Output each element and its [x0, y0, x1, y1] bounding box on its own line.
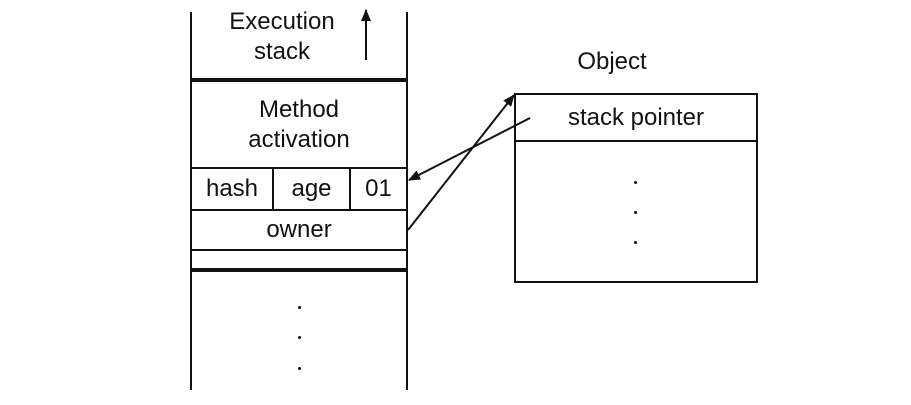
owner-to-object-arrow	[407, 94, 515, 231]
stack-title-line2: stack	[253, 38, 310, 65]
stack-title-line1: Execution	[229, 8, 335, 35]
stack-ellipsis-dot	[298, 336, 301, 339]
field-owner: owner	[266, 216, 332, 243]
field-lock-bits: 01	[365, 175, 392, 202]
stack-ellipsis-dot	[298, 306, 301, 309]
stack-pointer-field: stack pointer	[567, 104, 705, 131]
field-age: age	[291, 175, 332, 202]
object-title: Object	[577, 48, 647, 75]
field-hash: hash	[205, 175, 259, 202]
method-activation-line1: Method	[258, 96, 340, 123]
object-ellipsis-dot	[634, 181, 637, 184]
object-box	[514, 93, 758, 283]
method-activation-line2: activation	[248, 126, 350, 153]
object-ellipsis-dot	[634, 241, 637, 244]
object-ellipsis-dot	[634, 211, 637, 214]
stack-pointer-to-frame-arrow	[408, 117, 531, 181]
stack-ellipsis-dot	[298, 367, 301, 370]
